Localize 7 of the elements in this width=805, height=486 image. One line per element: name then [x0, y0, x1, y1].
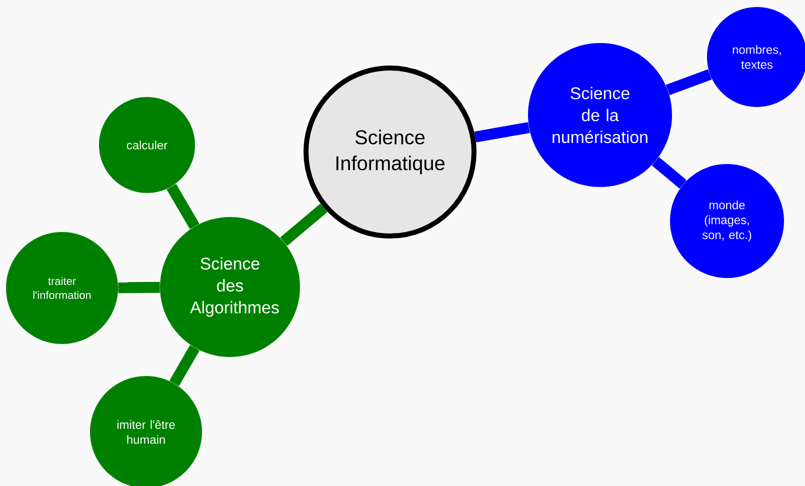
connector	[118, 282, 160, 294]
connector	[169, 344, 200, 386]
connector	[474, 122, 530, 142]
connector	[166, 184, 200, 230]
connector	[666, 69, 712, 96]
connector	[652, 157, 687, 189]
connector	[280, 204, 328, 246]
